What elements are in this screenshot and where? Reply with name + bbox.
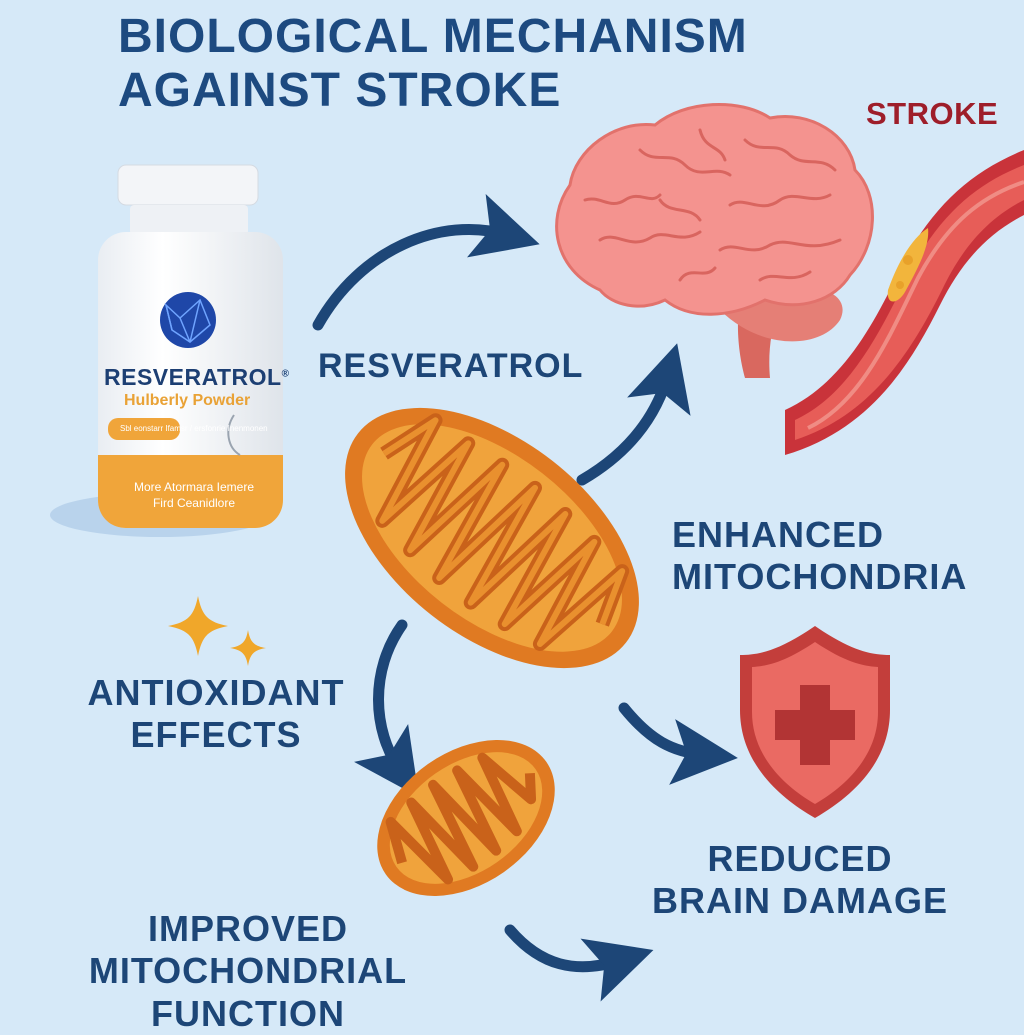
- artery-icon: [785, 150, 1024, 455]
- enhanced-mitochondria-label: ENHANCED MITOCHONDRIA: [672, 514, 968, 598]
- arrow-icon: [576, 343, 691, 486]
- mitochondria-icon: [345, 407, 639, 669]
- bottle-bottom-text: More Atormara Iemere Fird Ceanidlore: [133, 480, 255, 510]
- stroke-label: STROKE: [866, 96, 999, 131]
- arrow-icon: [504, 924, 654, 1002]
- arrows: [312, 194, 738, 1002]
- arrow-icon: [354, 619, 419, 798]
- arrow-icon: [312, 194, 540, 331]
- mitochondria-icon: [377, 740, 555, 896]
- arrow-icon: [618, 702, 738, 785]
- brain-icon: [555, 103, 874, 378]
- antioxidant-effects-label: ANTIOXIDANT EFFECTS: [87, 672, 345, 756]
- improved-mitochondrial-function-label: IMPROVED MITOCHONDRIAL FUNCTION: [88, 908, 408, 1034]
- bottle-small-print: Sbl eonstarr Ifamsr / ersfonrie Inenmone…: [120, 424, 268, 433]
- bottle-subtitle: Hulberly Powder: [124, 392, 251, 409]
- supplement-bottle-icon: [98, 164, 283, 528]
- sparkle-icon: [168, 596, 266, 666]
- resveratrol-label: RESVERATROL: [318, 347, 584, 385]
- shield-cross-icon: [740, 626, 890, 818]
- page-title: BIOLOGICAL MECHANISM AGAINST STROKE: [118, 10, 748, 117]
- reduced-brain-damage-label: REDUCED BRAIN DAMAGE: [652, 838, 948, 922]
- bottle-brand-label: RESVERATROL®: [104, 364, 290, 390]
